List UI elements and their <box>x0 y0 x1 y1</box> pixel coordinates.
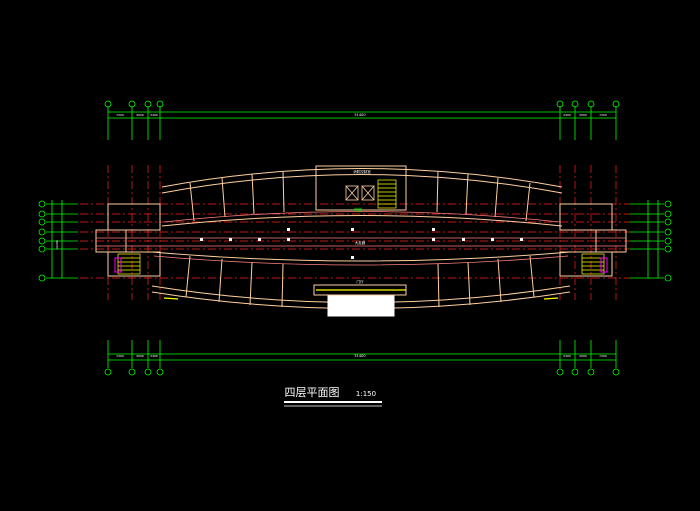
left-end-stair <box>117 253 141 275</box>
drawing-scale: 1:150 <box>356 390 376 398</box>
lobby-label: 门厅 <box>357 279 365 284</box>
top-dim-right-2: 3000 <box>579 113 587 117</box>
bottom-axis-bubbles <box>104 368 620 376</box>
central-stair <box>377 179 397 209</box>
top-dim-right-3: 7200 <box>599 113 607 117</box>
entrance-canopy <box>327 295 395 317</box>
top-dim-left-2: 3000 <box>136 113 144 117</box>
bottom-dim-left-1: 7200 <box>116 354 124 358</box>
bottom-dim-right-2: 3000 <box>579 354 587 358</box>
drawing-title: 四层平面图 <box>285 386 340 399</box>
top-dim-right-1: 2400 <box>563 113 571 117</box>
right-dimension-chain <box>630 200 672 282</box>
fire-control-room-label: 消防控制室 <box>353 169 371 174</box>
bottom-dim-right-1: 2400 <box>563 354 571 358</box>
right-end-stair <box>581 253 605 275</box>
elevator-lobby-label: 电梯 <box>354 206 362 212</box>
lower-room-dividers <box>185 255 535 308</box>
bottom-dim-left-3: 2400 <box>150 354 158 358</box>
title-underline <box>284 401 382 407</box>
bottom-dim-right-3: 7200 <box>599 354 607 358</box>
stair-highlight-marks <box>114 257 608 273</box>
upper-room-dividers <box>189 170 531 222</box>
entrance-edges <box>163 289 559 300</box>
bottom-dimension-chain <box>107 340 617 368</box>
axis-grid-lines <box>80 165 630 300</box>
top-total-dimension: 51400 <box>354 113 365 117</box>
top-dim-left-1: 7200 <box>116 113 124 117</box>
corridor-label: 大走廊 <box>355 240 366 245</box>
top-dimension-chain <box>107 106 617 140</box>
inner-wall-accents <box>96 211 626 266</box>
top-dim-left-3: 2400 <box>150 113 158 117</box>
elevator-shafts <box>345 185 375 201</box>
corridor-columns <box>200 228 523 259</box>
left-side-total-dimension: 16200 <box>55 240 59 250</box>
left-dimension-chain <box>38 200 78 282</box>
building-walls <box>95 165 627 309</box>
top-axis-bubbles <box>104 100 620 108</box>
bottom-total-dimension: 51400 <box>354 354 365 358</box>
bottom-dim-left-2: 3000 <box>136 354 144 358</box>
